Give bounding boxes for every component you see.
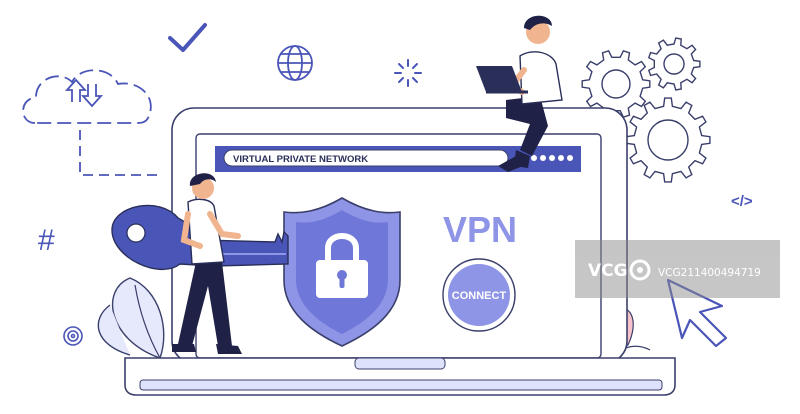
vpn-heading: VPN xyxy=(443,209,517,250)
checkmark-icon xyxy=(168,23,207,52)
watermark-id: VCG211400494719 xyxy=(658,267,761,279)
connect-label: CONNECT xyxy=(452,290,507,302)
password-dot xyxy=(540,155,546,161)
cloud-transfer-icon xyxy=(22,69,160,176)
watermark-brand: VCG xyxy=(588,261,628,281)
laptop-base-stripe xyxy=(139,379,663,391)
password-dot xyxy=(549,155,555,161)
cursor-arrow-icon xyxy=(666,278,728,348)
hash-symbol: # xyxy=(38,224,55,257)
password-dot xyxy=(567,155,573,161)
key-icon xyxy=(111,204,289,270)
spiral-icon xyxy=(63,326,83,346)
gear-hole xyxy=(663,53,685,75)
man-with-laptop xyxy=(476,15,563,172)
gear-hole xyxy=(647,119,689,161)
watermark-logo-icon xyxy=(629,259,651,281)
man-holding-key xyxy=(111,173,289,354)
address-text: VIRTUAL PRIVATE NETWORK xyxy=(233,154,368,165)
leaf-left-decoration xyxy=(97,277,165,359)
watermark: VCG VCG211400494719 xyxy=(575,240,780,298)
sparkle-icon xyxy=(394,59,422,87)
gears-icon xyxy=(581,37,711,183)
address-field[interactable] xyxy=(223,149,509,167)
code-tag-icon: </> xyxy=(731,193,753,210)
gear-hole xyxy=(601,69,631,99)
shield-lock-icon xyxy=(283,197,401,347)
connect-button[interactable]: CONNECT xyxy=(442,258,516,332)
laptop-notch xyxy=(354,357,446,370)
password-dot xyxy=(531,155,537,161)
password-dot xyxy=(558,155,564,161)
globe-icon xyxy=(277,45,313,81)
